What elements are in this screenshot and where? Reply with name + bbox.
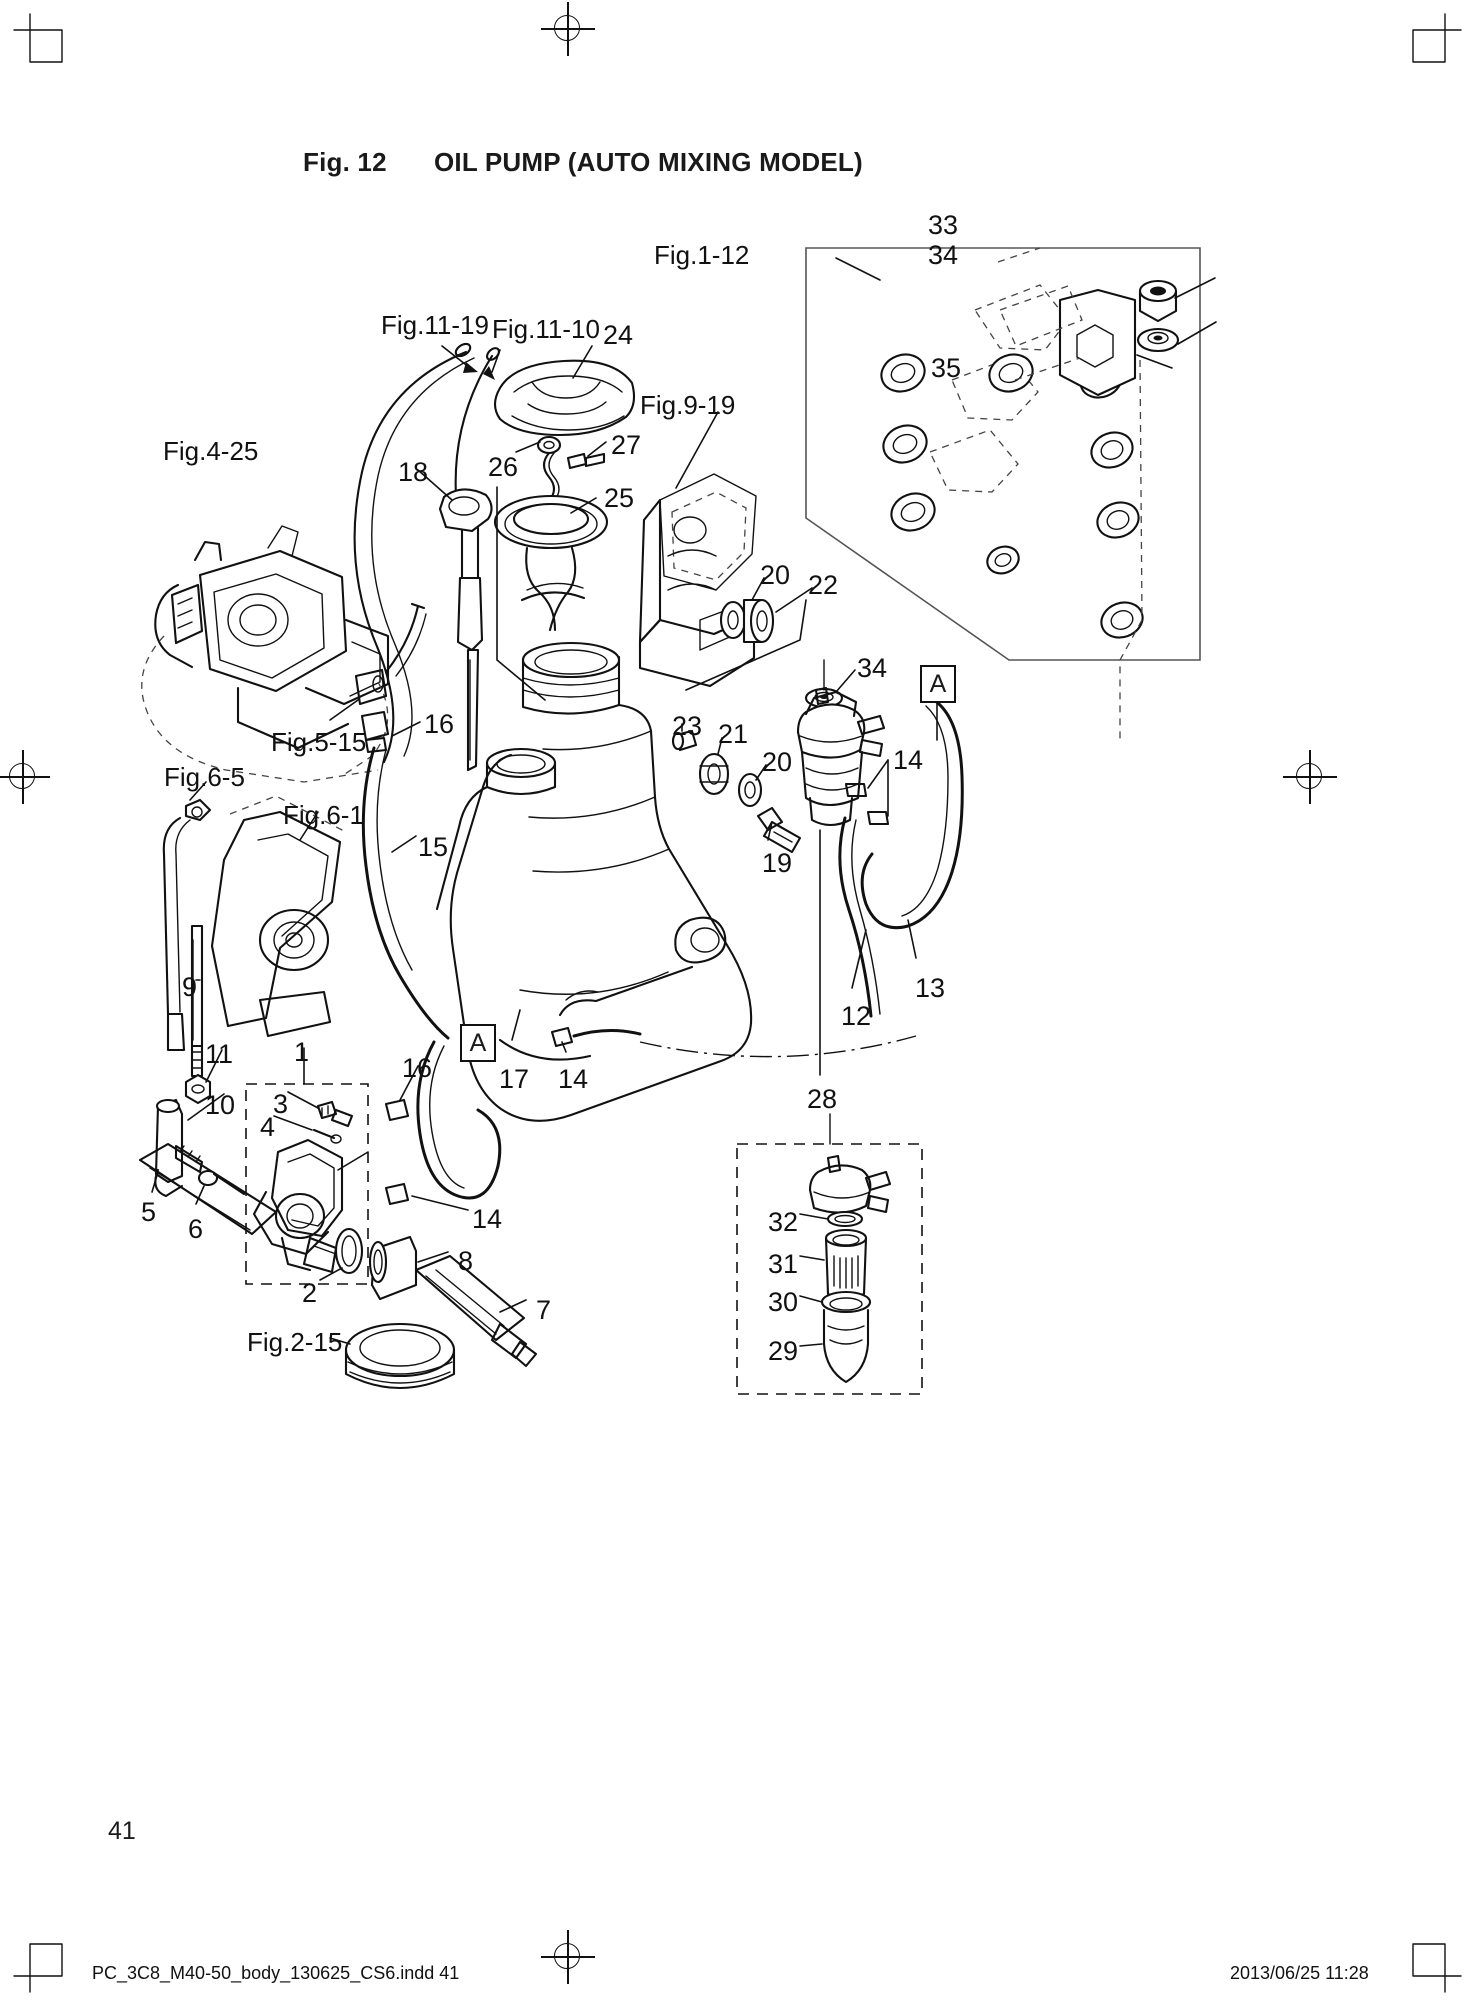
part-callout-4: 4 xyxy=(260,1112,276,1142)
part-callout-16: 16 xyxy=(402,1053,433,1083)
footer-timestamp: 2013/06/25 11:28 xyxy=(1230,1963,1369,1983)
part-callout-7: 7 xyxy=(536,1295,552,1325)
part-callout-5: 5 xyxy=(141,1197,157,1227)
part-callout-14: 14 xyxy=(893,745,924,775)
registration-mark-right xyxy=(1283,750,1337,804)
registration-mark-left xyxy=(0,750,50,804)
part-callout-20: 20 xyxy=(760,560,791,590)
part-callout-31: 31 xyxy=(768,1249,799,1279)
page-title: OIL PUMP (AUTO MIXING MODEL) xyxy=(434,147,863,177)
ref-fig-6-5: Fig.6-5 xyxy=(164,762,245,792)
part-callout-14: 14 xyxy=(472,1204,503,1234)
part-callout-25: 25 xyxy=(604,483,635,513)
part-callout-29: 29 xyxy=(768,1336,799,1366)
part-callout-28: 28 xyxy=(807,1084,838,1114)
part-callout-13: 13 xyxy=(915,973,946,1003)
registration-mark-top xyxy=(541,2,595,56)
part-callout-34: 34 xyxy=(928,240,959,270)
ref-fig-11-19: Fig.11-19 xyxy=(381,310,489,340)
part-callout-12: 12 xyxy=(841,1001,872,1031)
page-number: 41 xyxy=(108,1817,136,1845)
section-mark-a-lower: A xyxy=(460,1024,496,1062)
registration-mark-bottom xyxy=(541,1930,595,1984)
part-callout-33: 33 xyxy=(928,210,959,240)
part-callout-2: 2 xyxy=(302,1278,318,1308)
part-callout-1: 1 xyxy=(294,1037,310,1067)
part-callout-16: 16 xyxy=(424,709,455,739)
part-callout-17: 17 xyxy=(499,1064,530,1094)
ref-fig-2-15: Fig.2-15 xyxy=(247,1327,343,1357)
part-callout-11: 11 xyxy=(205,1039,234,1069)
part-callout-14: 14 xyxy=(558,1064,589,1094)
part-callout-21: 21 xyxy=(718,719,749,749)
part-callout-6: 6 xyxy=(188,1214,204,1244)
ref-fig-9-19: Fig.9-19 xyxy=(640,390,736,420)
part-callout-3: 3 xyxy=(273,1089,289,1119)
figure-label: Fig. 12 xyxy=(303,147,387,177)
part-callout-35: 35 xyxy=(931,353,962,383)
part-callout-30: 30 xyxy=(768,1287,799,1317)
ref-fig-11-10: Fig.11-10 xyxy=(492,314,600,344)
part-callout-20: 20 xyxy=(762,747,793,777)
part-callout-23: 23 xyxy=(672,711,703,741)
ref-fig-5-15: Fig.5-15 xyxy=(271,727,367,757)
section-mark-a-upper: A xyxy=(920,665,956,703)
part-callout-22: 22 xyxy=(808,570,839,600)
part-callout-9: 9 xyxy=(182,972,198,1002)
part-callout-10: 10 xyxy=(205,1090,236,1120)
part-callout-26: 26 xyxy=(488,452,519,482)
part-callout-34: 34 xyxy=(857,653,888,683)
ref-fig-1-12: Fig.1-12 xyxy=(654,240,750,270)
part-callout-8: 8 xyxy=(458,1246,474,1276)
ref-fig-4-25: Fig.4-25 xyxy=(163,436,259,466)
part-callout-18: 18 xyxy=(398,457,429,487)
ref-fig-6-1: Fig.6-1 xyxy=(283,800,364,830)
part-callout-32: 32 xyxy=(768,1207,799,1237)
part-callout-19: 19 xyxy=(762,848,793,878)
footer-filename: PC_3C8_M40-50_body_130625_CS6.indd 41 xyxy=(92,1963,460,1983)
part-callout-24: 24 xyxy=(603,320,634,350)
part-callout-15: 15 xyxy=(418,832,449,862)
part-callout-27: 27 xyxy=(611,430,642,460)
